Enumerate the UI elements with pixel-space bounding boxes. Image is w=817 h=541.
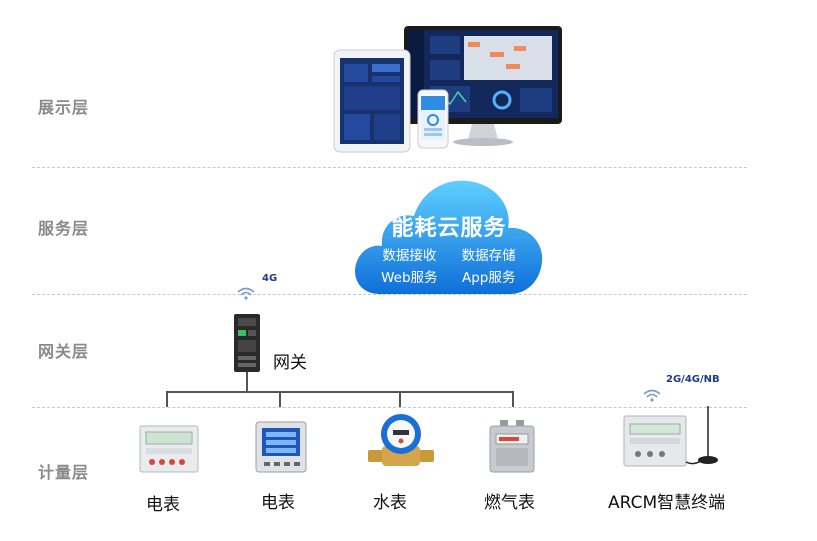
drop-line-3 [399,391,401,407]
gateway-device-icon [234,314,260,372]
arcm-signal-label: 2G/4G/NB [666,374,720,385]
panel-meter-icon [255,421,307,473]
layer-label-service: 服务层 [38,219,90,238]
gateway-connector-line [246,372,248,392]
tablet-icon [333,49,411,153]
layer-label-metering: 计量层 [38,463,90,482]
display-devices-illustration [333,26,562,153]
arcm-terminal-icon [623,406,718,467]
drop-line-4 [512,391,514,407]
water-meter-icon [368,414,434,466]
cloud-item-app-service: App服务 [461,270,516,286]
device-label-energy-meter-2: 电表 [261,493,295,513]
gas-meter-icon [489,420,535,473]
cloud-item-data-receive: 数据接收 [382,248,437,264]
cloud-title: 能耗云服务 [391,216,507,241]
cloud-shape-icon [355,180,543,294]
cloud-row-2: Web服务 App服务 [352,266,546,286]
din-rail-meter-icon [139,425,199,473]
wifi-signal-icon [643,389,661,402]
cloud-service: 能耗云服务 数据接收 数据存储 Web服务 App服务 [352,170,546,298]
device-label-water-meter: 水表 [373,493,407,513]
device-label-gas-meter: 燃气表 [484,493,535,513]
drop-line-2 [279,391,281,407]
divider-display-service [32,167,747,168]
phone-icon [417,89,449,149]
gateway-label: 网关 [273,353,307,373]
layer-label-display: 展示层 [38,98,90,117]
bus-line [166,391,514,393]
cloud-row-1: 数据接收 数据存储 [352,244,546,264]
divider-service-gateway [32,294,747,295]
monitor-icon [404,26,562,146]
device-label-energy-meter-1: 电表 [146,495,180,515]
cloud-item-web-service: Web服务 [381,270,438,286]
layer-label-gateway: 网关层 [38,342,90,361]
device-label-arcm-terminal: ARCM智慧终端 [608,493,726,513]
cloud-item-data-storage: 数据存储 [461,248,516,264]
divider-gateway-metering [32,407,747,408]
wifi-signal-icon [237,287,255,300]
gateway-signal-label: 4G [262,273,278,284]
drop-line-1 [166,391,168,407]
